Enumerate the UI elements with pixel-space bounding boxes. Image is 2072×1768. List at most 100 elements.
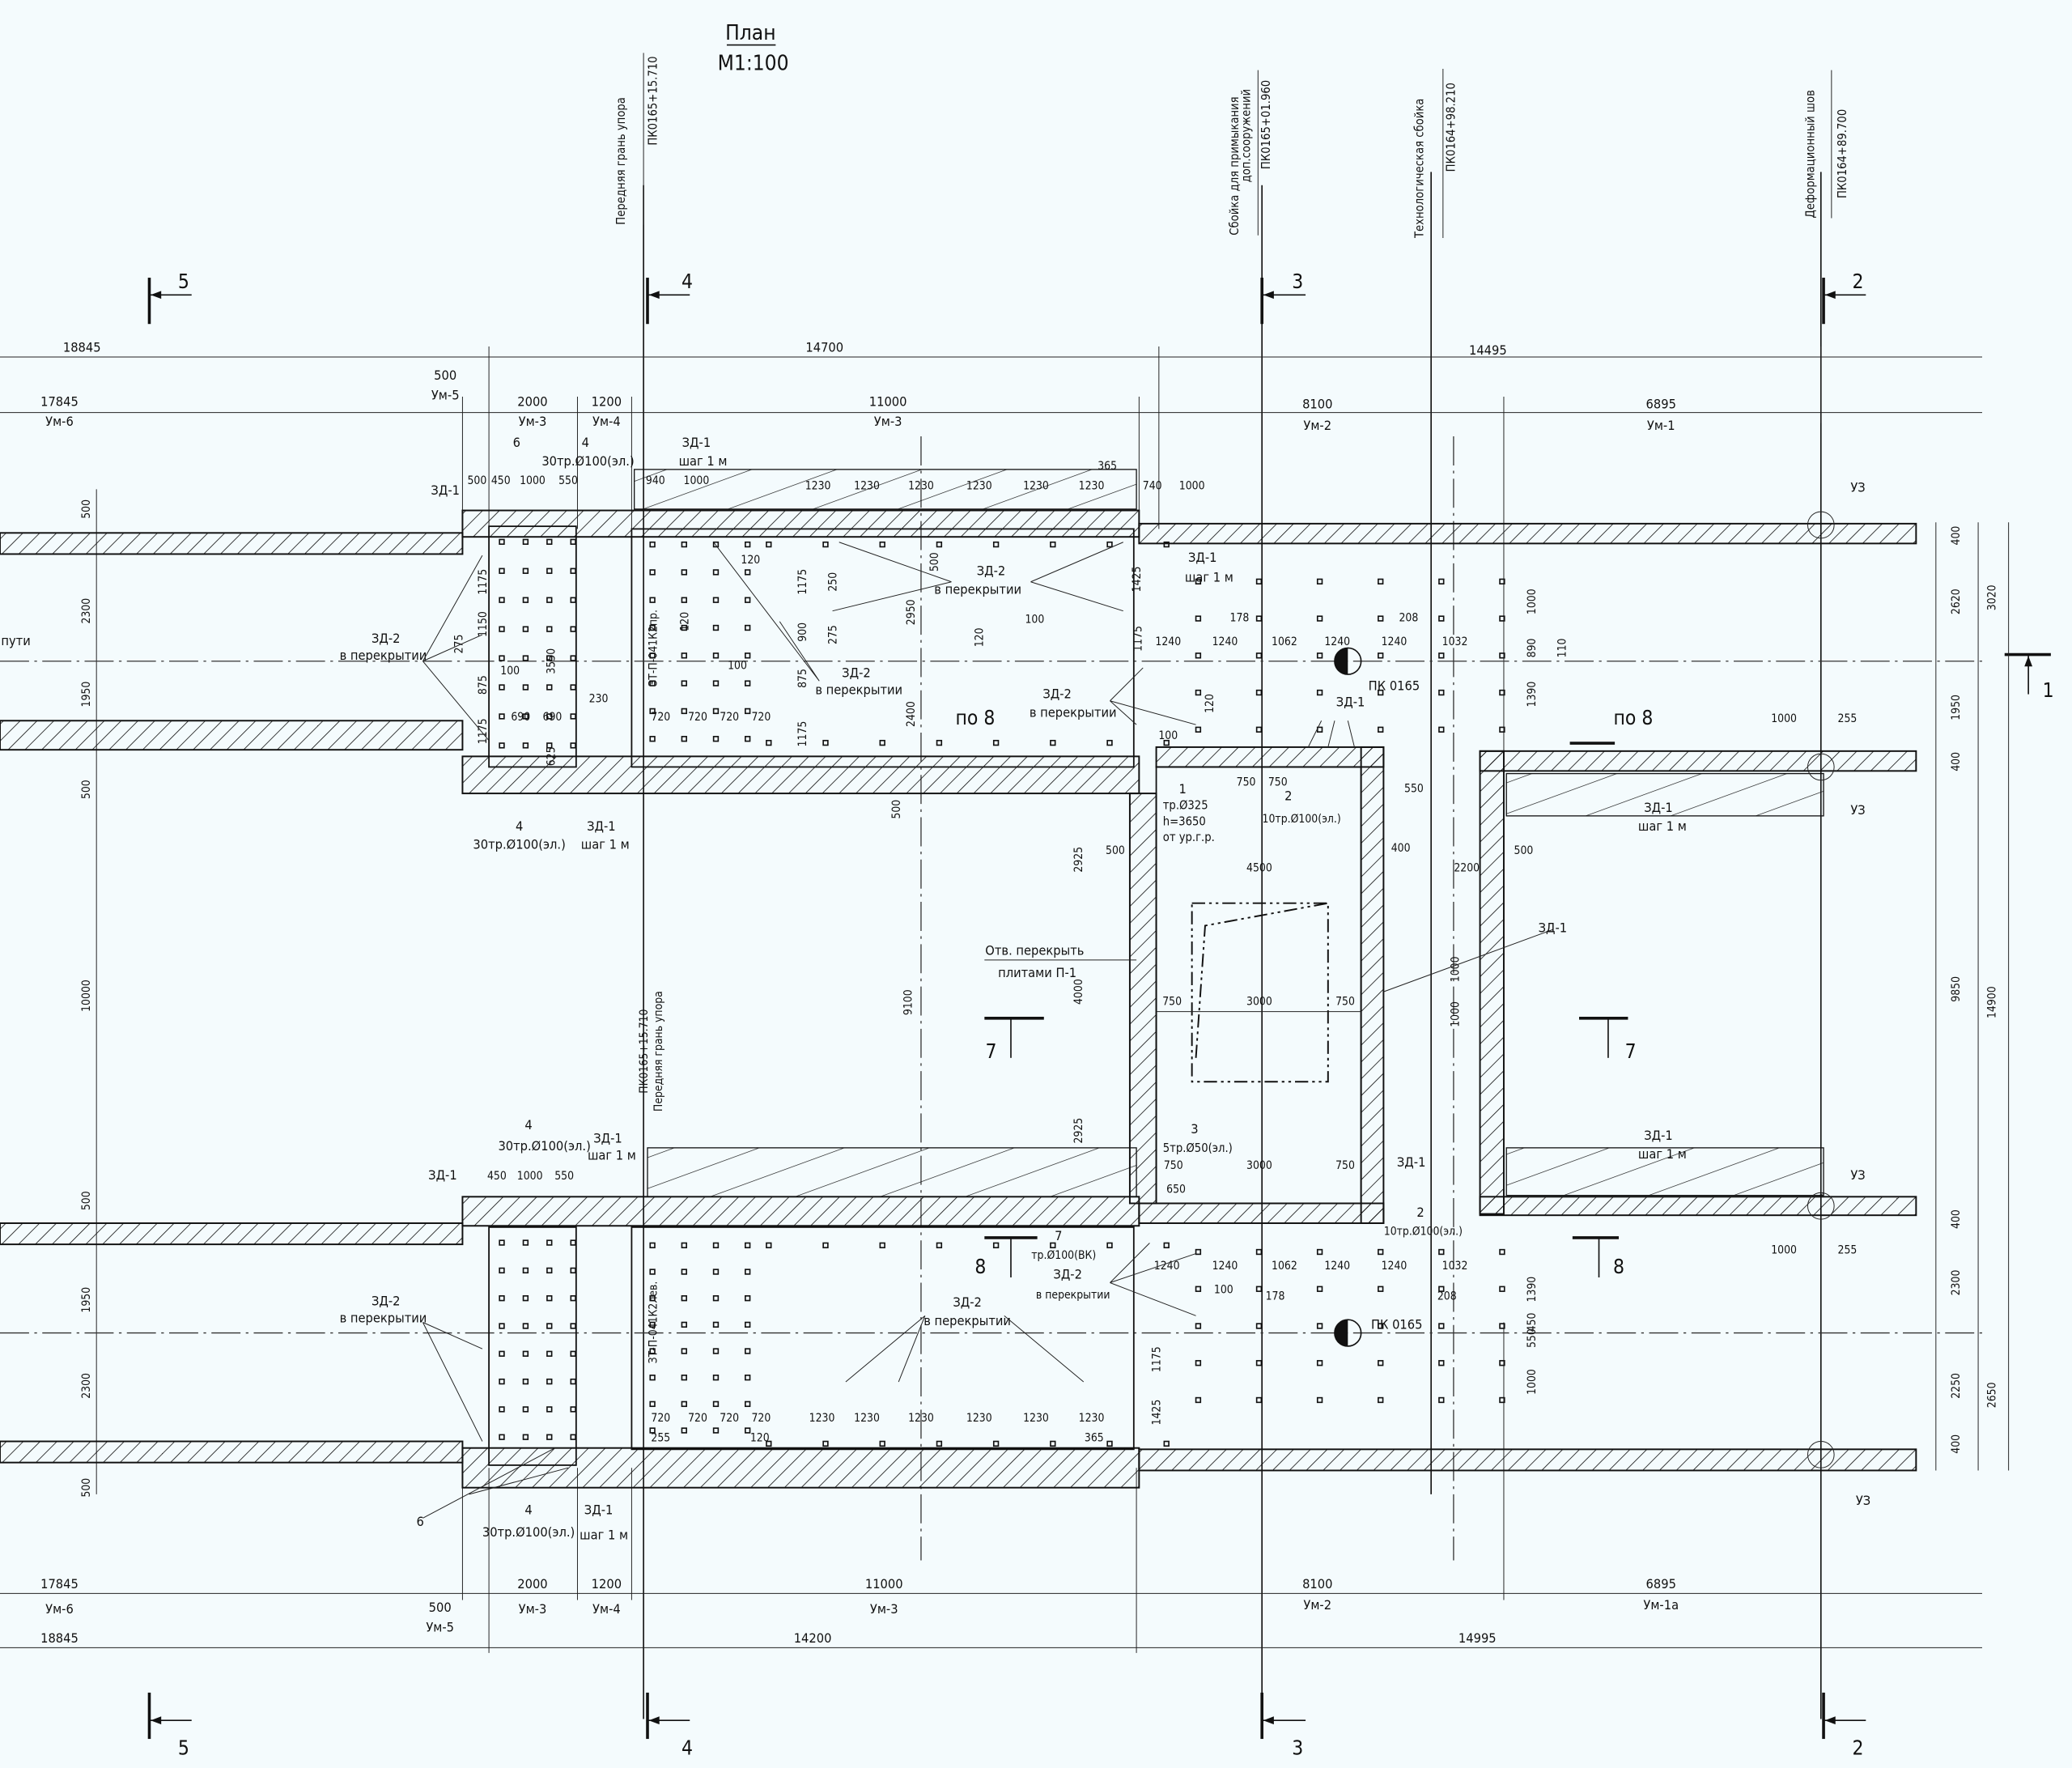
svg-text:1230: 1230 [854, 479, 880, 492]
svg-text:400: 400 [1950, 1434, 1963, 1454]
svg-text:400: 400 [1950, 1209, 1963, 1229]
svg-text:1240: 1240 [1324, 1260, 1350, 1273]
svg-text:Ум-1а: Ум-1а [1643, 1597, 1679, 1613]
anchor-point [1195, 1396, 1202, 1404]
anchor-point [499, 1295, 505, 1302]
svg-text:Ум-4: Ум-4 [592, 414, 621, 429]
dimensions-right: 400 2620 3020 110 1950 400 9850 14900 40… [1556, 522, 2010, 1471]
svg-text:пути: пути [1, 633, 30, 648]
svg-text:450: 450 [491, 474, 511, 487]
anchor-point [1438, 1286, 1445, 1292]
anchor-point [936, 739, 943, 746]
svg-text:3000: 3000 [1246, 995, 1272, 1008]
anchor-point [1050, 541, 1056, 548]
anchor-point [712, 708, 720, 715]
svg-text:по 8: по 8 [1614, 706, 1654, 729]
svg-text:1175: 1175 [796, 569, 809, 595]
svg-text:1425: 1425 [1131, 567, 1144, 593]
anchor-point [570, 1323, 576, 1329]
anchor-point [499, 1239, 505, 1246]
svg-text:ЗД-1: ЗД-1 [587, 818, 616, 834]
anchor-point [546, 1295, 553, 1302]
svg-text:120: 120 [741, 554, 760, 567]
anchor-point [1316, 726, 1323, 733]
svg-text:550: 550 [1404, 782, 1424, 795]
anchor-point [1378, 689, 1384, 696]
anchor-point [681, 1242, 687, 1249]
svg-text:Сбойка для примыкания: Сбойка для примыкания [1228, 96, 1242, 235]
svg-text:100: 100 [1158, 729, 1178, 742]
anchor-point [1499, 1323, 1505, 1329]
svg-text:2300: 2300 [80, 598, 93, 624]
anchor-point [745, 736, 751, 742]
svg-text:100: 100 [1025, 613, 1044, 626]
svg-text:УЗ: УЗ [1850, 802, 1865, 818]
section-5-top: 5 [147, 270, 192, 325]
anchor-point [1499, 1396, 1505, 1404]
section-8-right: 8 [1572, 1236, 1624, 1278]
anchor-point [1316, 615, 1323, 622]
anchor-point [546, 626, 553, 632]
svg-text:Ум-2: Ум-2 [1303, 1597, 1331, 1613]
svg-text:3000: 3000 [1246, 1159, 1272, 1172]
svg-text:550: 550 [554, 1170, 574, 1183]
svg-text:9850: 9850 [1950, 976, 1963, 1002]
svg-text:7: 7 [985, 1039, 996, 1063]
svg-text:ЗД-1: ЗД-1 [1397, 1154, 1426, 1170]
anchor-point [992, 1440, 1000, 1447]
anchor-point [1378, 1323, 1384, 1329]
anchor-point [1316, 1248, 1323, 1256]
anchor-point [1050, 1440, 1056, 1447]
anchor-point [1195, 1360, 1202, 1366]
svg-text:1000: 1000 [1449, 956, 1462, 982]
svg-text:ПК 0165: ПК 0165 [1371, 1317, 1423, 1332]
svg-text:4: 4 [681, 1736, 693, 1760]
anchor-point [546, 1323, 553, 1329]
svg-text:550: 550 [558, 474, 578, 487]
anchor-point [1438, 1248, 1445, 1256]
section-7-right: 7 [1579, 1017, 1637, 1063]
svg-text:400: 400 [1950, 752, 1963, 771]
svg-text:1240: 1240 [1212, 1260, 1238, 1273]
anchor-point [649, 680, 656, 686]
svg-text:690: 690 [511, 711, 530, 724]
svg-text:1000: 1000 [517, 1170, 543, 1183]
svg-text:ЗД-2: ЗД-2 [842, 665, 871, 680]
anchor-point [1378, 578, 1384, 585]
anchor-point [1255, 652, 1263, 659]
anchor-point [570, 597, 576, 603]
svg-text:Ум-3: Ум-3 [519, 1601, 547, 1617]
anchor-point [546, 1350, 553, 1357]
svg-text:ПК0164+98.210: ПК0164+98.210 [1445, 83, 1458, 172]
svg-text:1: 1 [2043, 678, 2054, 702]
anchor-point [649, 597, 656, 603]
anchor-point [681, 1321, 687, 1328]
svg-text:1000: 1000 [1526, 589, 1539, 614]
svg-text:Ум-3: Ум-3 [870, 1601, 898, 1617]
svg-text:2300: 2300 [80, 1373, 93, 1399]
svg-text:2: 2 [1284, 788, 1292, 803]
anchor-point [712, 680, 720, 686]
svg-text:1000: 1000 [684, 474, 710, 487]
anchor-point [1163, 1242, 1170, 1249]
anchor-point [1438, 615, 1445, 622]
svg-text:ЗД-1: ЗД-1 [1336, 694, 1365, 709]
anchor-point [681, 541, 687, 548]
svg-text:720: 720 [720, 711, 739, 724]
anchor-point [745, 541, 751, 548]
anchor-point [1255, 578, 1263, 585]
svg-text:4: 4 [516, 818, 523, 834]
anchor-point [499, 1406, 505, 1413]
svg-text:h=3650: h=3650 [1163, 814, 1206, 828]
svg-text:Ум-6: Ум-6 [45, 414, 74, 429]
leader-lines [422, 542, 1355, 1519]
anchor-point [546, 684, 553, 691]
svg-text:208: 208 [1399, 612, 1418, 625]
section-3-bottom: 3 [1260, 1692, 1306, 1760]
anchor-point [499, 684, 505, 691]
svg-text:1240: 1240 [1155, 635, 1181, 648]
anchor-point [1316, 1396, 1323, 1404]
anchor-point [570, 1295, 576, 1302]
svg-text:УЗ: УЗ [1856, 1493, 1870, 1508]
svg-text:120: 120 [1204, 694, 1216, 713]
